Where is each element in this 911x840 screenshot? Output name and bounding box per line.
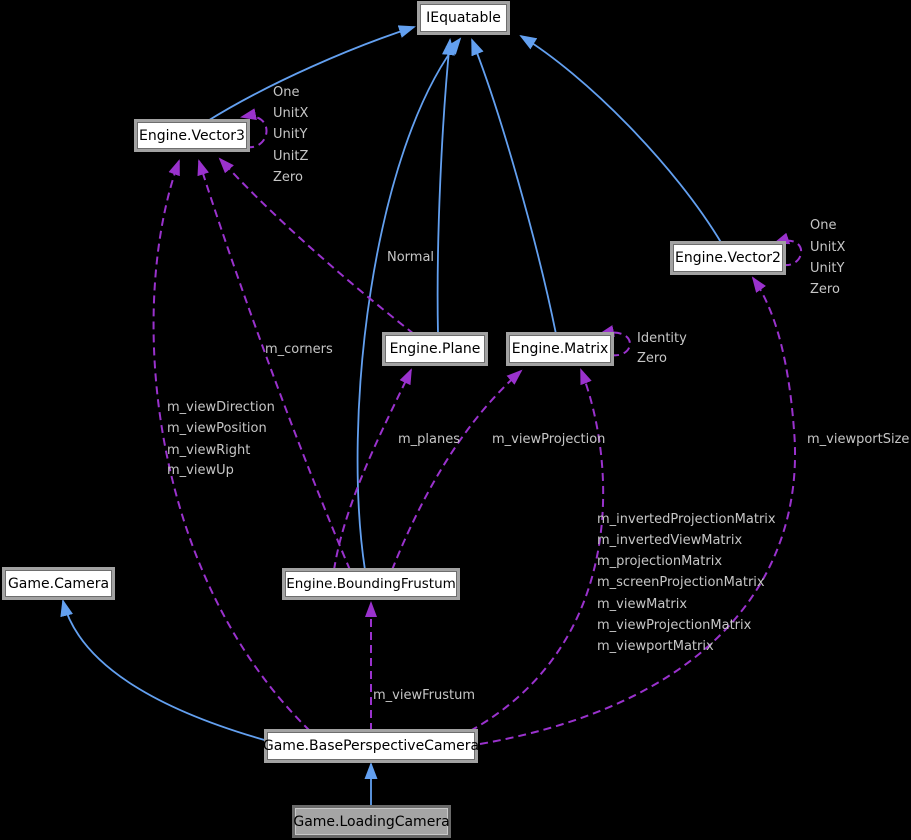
- edge-label-matrix-zero: Zero: [637, 351, 667, 366]
- edge-label-m-viewup: m_viewUp: [167, 463, 234, 478]
- edge-label-m-viewportsize: m_viewportSize: [807, 432, 910, 447]
- edge-label-m-corners: m_corners: [265, 342, 333, 357]
- edge-label-m-viewprojection: m_viewProjection: [492, 432, 606, 447]
- edge-inherit-vector2-iequatable: [519, 34, 723, 245]
- edge-label-m-viewdirection: m_viewDirection: [167, 400, 275, 415]
- edge-usage-baseperspectivecamera-vector2: [479, 276, 796, 745]
- edge-usage-baseperspectivecamera-vector3: [152, 159, 311, 732]
- edge-label-m-viewright: m_viewRight: [167, 443, 251, 458]
- edge-inherit-baseperspectivecamera-camera: [60, 599, 269, 742]
- edge-usage-boundingfrustum-matrix: [391, 369, 523, 571]
- edge-inherit-vector3-iequatable: [205, 25, 416, 123]
- edge-label-vector2-zero: Zero: [810, 282, 840, 297]
- edge-label-m-viewfrustum: m_viewFrustum: [373, 688, 475, 703]
- edge-usage-vector3-self: [240, 108, 268, 149]
- node-engine-vector2[interactable]: Engine.Vector2: [673, 244, 783, 272]
- edge-label-matrix-identity: Identity: [637, 331, 687, 346]
- edge-label-vector3-unitx: UnitX: [273, 106, 309, 121]
- edge-inherit-matrix-iequatable: [471, 38, 557, 335]
- edge-label-vector3-unity: UnitY: [273, 127, 308, 142]
- edge-label-m-viewprojectionmatrix: m_viewProjectionMatrix: [597, 618, 752, 633]
- edge-inherit-boundingfrustum-iequatable: [356, 37, 462, 571]
- edge-label-m-projectionmatrix: m_projectionMatrix: [597, 554, 723, 569]
- edge-label-vector3-unitz: UnitZ: [273, 149, 309, 164]
- edge-label-vector2-one: One: [810, 218, 837, 233]
- edge-label-vector3-one: One: [273, 85, 300, 100]
- node-engine-plane[interactable]: Engine.Plane: [385, 335, 485, 363]
- node-game-camera[interactable]: Game.Camera: [5, 570, 112, 597]
- node-engine-vector3[interactable]: Engine.Vector3: [137, 122, 247, 149]
- edge-label-normal: Normal: [387, 250, 435, 265]
- edge-label-m-planes: m_planes: [398, 432, 461, 447]
- edge-label-vector3-zero: Zero: [273, 170, 303, 185]
- edge-label-m-invertedviewmatrix: m_invertedViewMatrix: [597, 533, 743, 548]
- edge-usage-vector2-self: [773, 232, 803, 267]
- edge-label-m-screenprojectionmatrix: m_screenProjectionMatrix: [597, 575, 765, 590]
- node-engine-boundingfrustum[interactable]: Engine.BoundingFrustum: [285, 571, 457, 597]
- edge-label-m-viewposition: m_viewPosition: [167, 421, 267, 436]
- edge-usage-plane-vector3-normal: [218, 157, 415, 335]
- edge-usage-boundingfrustum-plane: [333, 368, 412, 571]
- edge-label-m-viewportmatrix: m_viewportMatrix: [597, 639, 714, 654]
- node-game-loadingcamera[interactable]: Game.LoadingCamera: [293, 808, 450, 835]
- edge-label-vector2-unity: UnitY: [810, 261, 845, 276]
- node-iequatable[interactable]: IEquatable: [420, 4, 507, 32]
- edge-usage-matrix-self: [598, 325, 631, 357]
- edge-inherit-plane-iequatable: [436, 38, 455, 335]
- edge-usage-baseperspectivecamera-matrix: [469, 368, 605, 732]
- node-engine-matrix[interactable]: Engine.Matrix: [509, 335, 611, 363]
- edge-label-m-invertedprojectionmatrix: m_invertedProjectionMatrix: [597, 512, 776, 527]
- edge-usage-boundingfrustum-vector3-corners: [197, 159, 351, 571]
- edge-label-vector2-unitx: UnitX: [810, 240, 846, 255]
- edge-label-m-viewmatrix: m_viewMatrix: [597, 597, 688, 612]
- node-game-baseperspectivecamera[interactable]: Game.BasePerspectiveCamera: [263, 732, 479, 760]
